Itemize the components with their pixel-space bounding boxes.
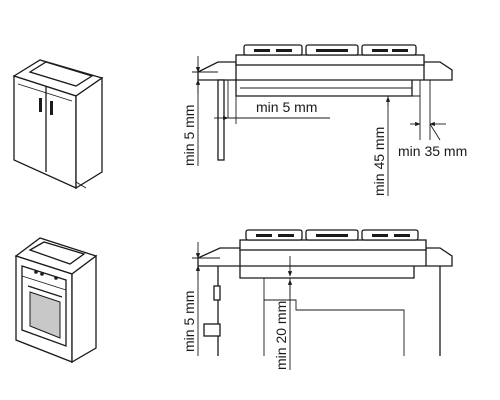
base-cabinet-illustration — [12, 59, 104, 190]
top-min35-label: min 35 mm — [398, 143, 467, 159]
hob-section-top — [192, 44, 453, 196]
top-min45-label: min 45 mm — [371, 127, 387, 196]
bottom-min5-vertical-label: min 5 mm — [181, 291, 197, 352]
top-min5-vertical-label: min 5 mm — [181, 105, 197, 166]
oven-cabinet-illustration — [14, 237, 98, 364]
bottom-min20-label: min 20 mm — [273, 301, 289, 370]
top-min5-horizontal-label: min 5 mm — [256, 99, 317, 115]
hob-section-bottom — [192, 229, 453, 370]
